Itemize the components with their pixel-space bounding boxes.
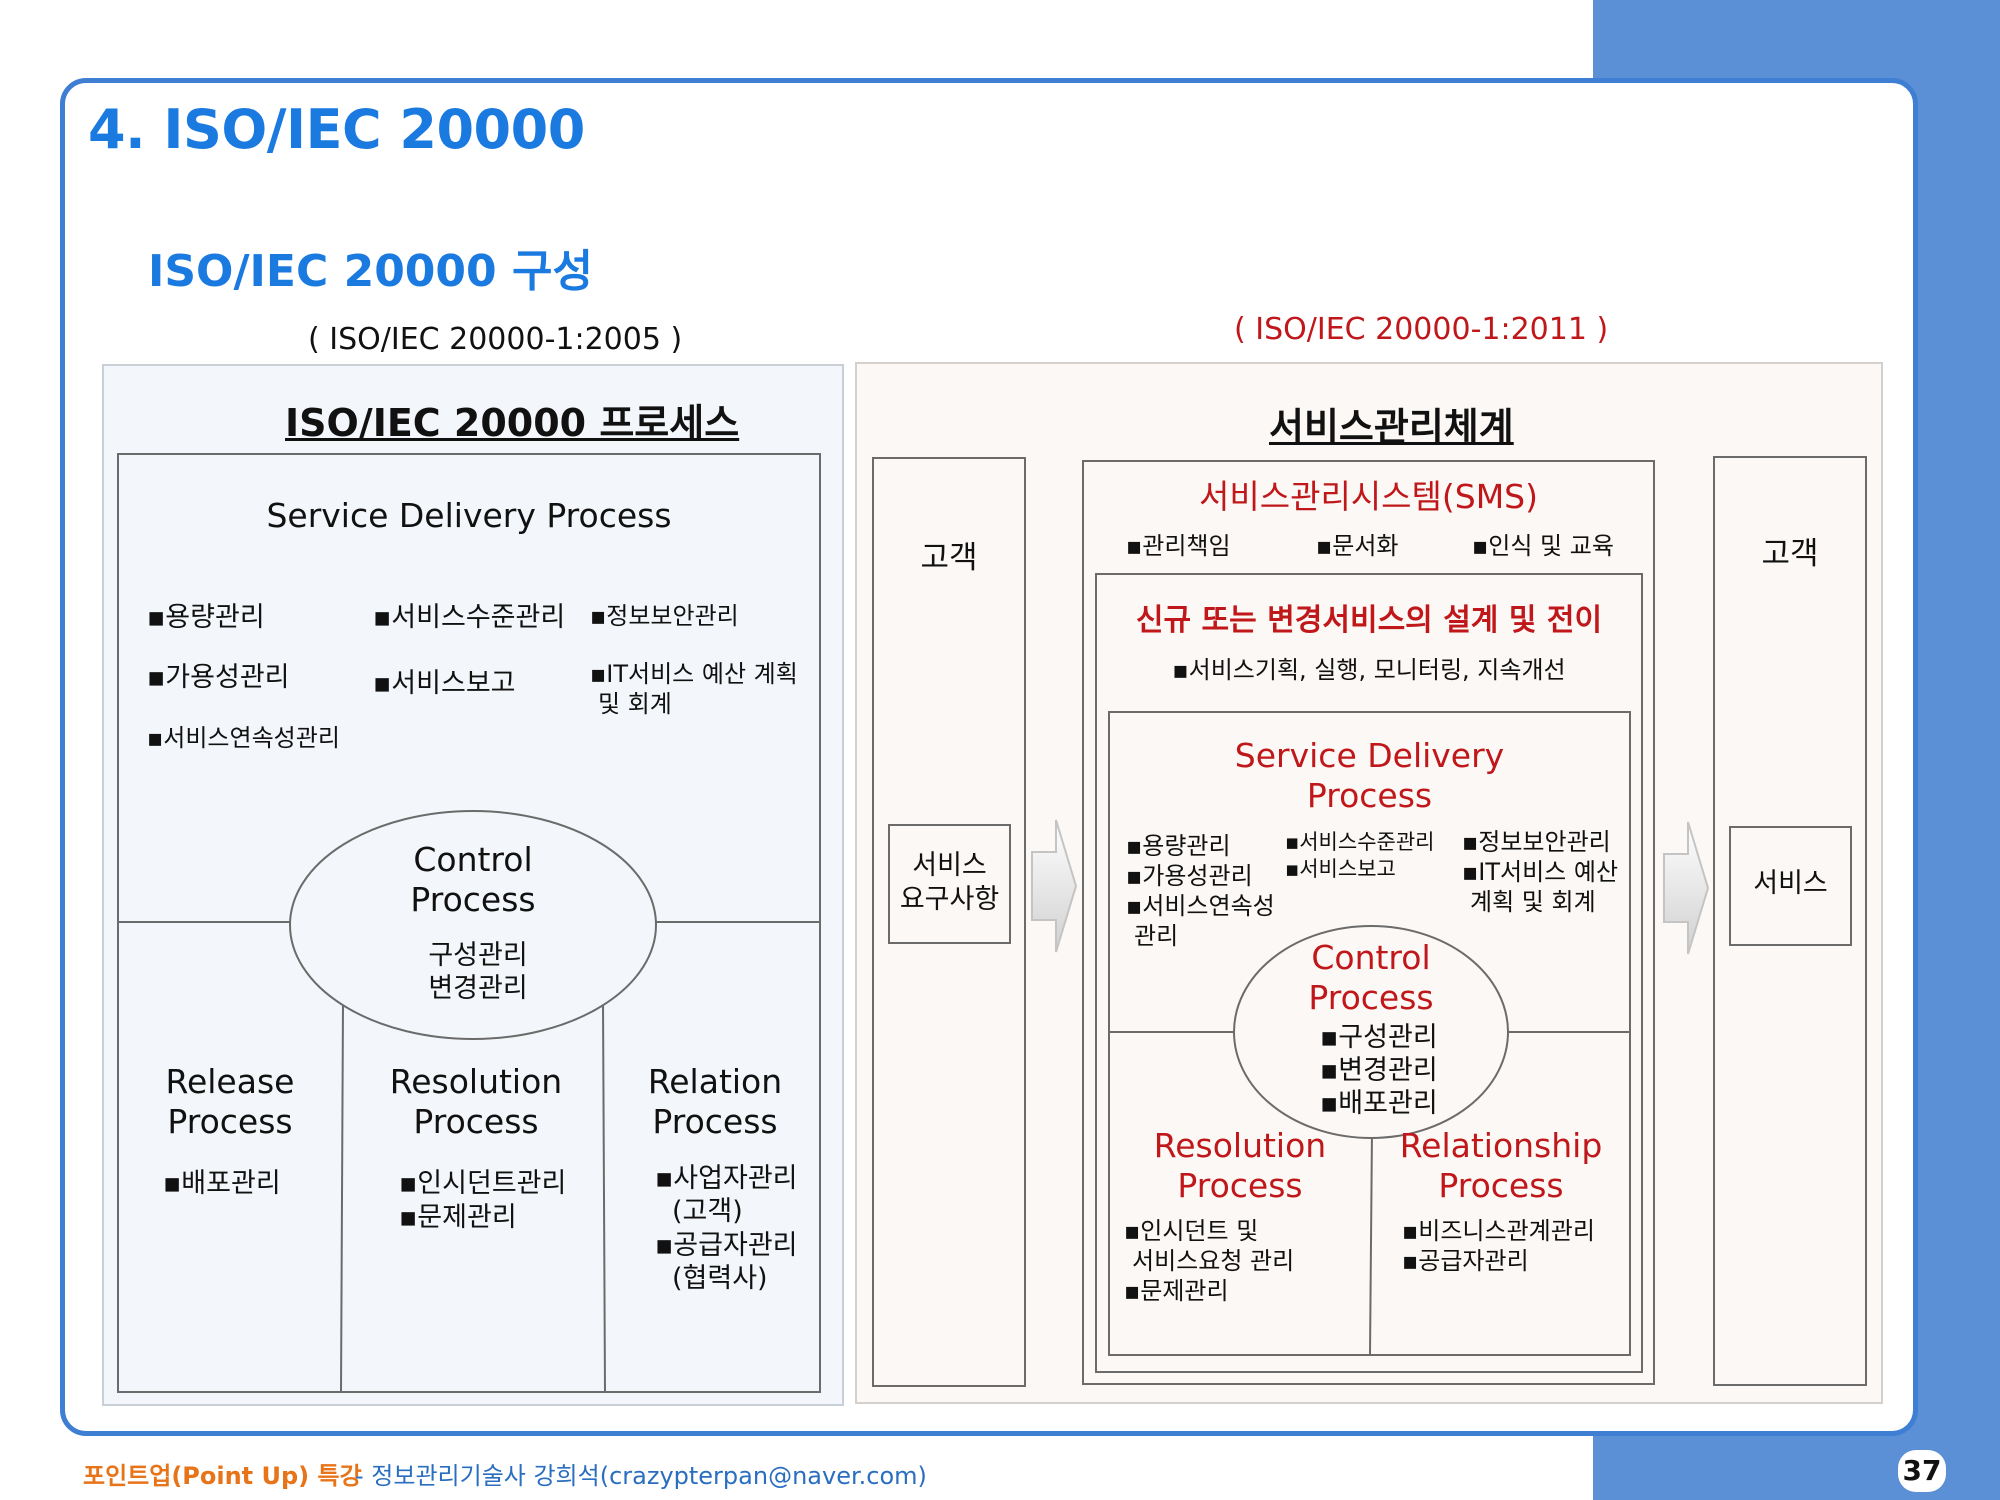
service-request-line1: 서비스 — [912, 850, 987, 881]
sd-item: ▪가용성관리 — [1126, 862, 1253, 890]
customer-right-label: 고객 — [1761, 536, 1819, 572]
relationship-heading-line2: Process — [1438, 1166, 1564, 1205]
resolution-item: ▪인시던트 및 — [1124, 1217, 1259, 1245]
sd-item: ▪가용성관리 — [147, 662, 290, 693]
control-item: ▪배포관리 — [1320, 1088, 1438, 1119]
sd-item: ▪서비스수준관리 — [1285, 830, 1435, 854]
sd-item: 계획 및 회계 — [1470, 888, 1596, 916]
sms-item: ▪문서화 — [1316, 532, 1399, 560]
control-item: 구성관리 — [428, 940, 528, 971]
inner-process-frame — [1108, 711, 1631, 1356]
process-panel-title: ISO/IEC 20000 프로세스 — [285, 401, 740, 445]
service-box — [1729, 826, 1852, 946]
service-box-label: 서비스 — [1753, 868, 1828, 899]
relationship-item: ▪비즈니스관계관리 — [1402, 1217, 1595, 1245]
sms-frame — [1082, 460, 1655, 1385]
control-item: ▪구성관리 — [1320, 1022, 1438, 1053]
resolution-item: ▪문제관리 — [1124, 1277, 1229, 1305]
relation-item: (협력사) — [672, 1263, 768, 1294]
relationship-heading-line1: Relationship — [1399, 1126, 1603, 1165]
new-service-heading: 신규 또는 변경서비스의 설계 및 전이 — [1135, 603, 1603, 638]
page-title: 4. ISO/IEC 20000 — [88, 98, 585, 161]
service-request-box — [888, 824, 1011, 944]
release-item: ▪배포관리 — [163, 1168, 281, 1199]
control-heading-line1: Control — [413, 840, 533, 879]
sd-item: ▪서비스보고 — [373, 668, 516, 699]
flow-arrow-in — [1031, 819, 1078, 953]
version-2011-label: ( ISO/IEC 20000-1:2011 ) — [1234, 312, 1609, 347]
customer-column-left — [872, 457, 1026, 1387]
sd-item: 및 회계 — [598, 690, 672, 718]
page-number: 37 — [1898, 1450, 1946, 1492]
footer-brand: 포인트업(Point Up) 특강 — [83, 1462, 362, 1490]
new-service-items: ▪서비스기획, 실행, 모니터링, 지속개선 — [1172, 656, 1566, 684]
sd-heading-line2: Process — [1306, 776, 1433, 815]
sd-item: ▪서비스연속성 — [1126, 892, 1275, 920]
resolution-heading-line1: Resolution — [389, 1062, 563, 1101]
sd-item: ▪용량관리 — [147, 602, 265, 633]
release-heading-line1: Release — [165, 1062, 295, 1101]
control-heading-line2: Process — [410, 880, 536, 919]
control-heading-line1: Control — [1311, 938, 1431, 977]
resolution-item: ▪문제관리 — [399, 1202, 517, 1233]
resolution-heading-line1: Resolution — [1153, 1126, 1327, 1165]
resolution-item: ▪인시던트관리 — [399, 1168, 567, 1199]
version-2005-label: ( ISO/IEC 20000-1:2005 ) — [308, 322, 683, 357]
customer-column-right — [1713, 456, 1867, 1386]
relation-item: ▪사업자관리 — [655, 1163, 798, 1194]
control-heading-line2: Process — [1308, 978, 1434, 1017]
relationship-item: ▪공급자관리 — [1402, 1247, 1529, 1275]
service-management-panel-title: 서비스관리체계 — [1269, 405, 1514, 449]
release-heading-line2: Process — [167, 1102, 293, 1141]
relation-heading-line2: Process — [652, 1102, 778, 1141]
relation-item: ▪공급자관리 — [655, 1230, 798, 1261]
sd-item: 관리 — [1134, 922, 1179, 950]
sms-heading: 서비스관리시스템(SMS) — [1199, 477, 1538, 516]
resolution-heading-line2: Process — [1177, 1166, 1303, 1205]
relation-heading-line1: Relation — [647, 1062, 783, 1101]
sms-item: ▪관리책임 — [1126, 532, 1231, 560]
new-service-frame — [1095, 573, 1643, 1373]
footer-author: - 정보관리기술사 강희석(crazypterpan@naver.com) — [355, 1462, 927, 1490]
service-request-line2: 요구사항 — [899, 884, 1000, 915]
sd-item: ▪서비스연속성관리 — [147, 724, 340, 752]
control-item: ▪변경관리 — [1320, 1055, 1438, 1086]
resolution-heading-line2: Process — [413, 1102, 539, 1141]
sd-heading-line1: Service Delivery — [1234, 736, 1505, 775]
section-subtitle: ISO/IEC 20000 구성 — [148, 246, 593, 297]
resolution-item: 서비스요청 관리 — [1132, 1247, 1295, 1275]
sd-item: ▪서비스보고 — [1285, 857, 1396, 881]
customer-left-label: 고객 — [920, 540, 978, 576]
control-item: 변경관리 — [428, 973, 528, 1004]
service-delivery-heading: Service Delivery Process — [266, 496, 672, 535]
service-management-panel-2011 — [855, 362, 1883, 1404]
sd-item: ▪IT서비스 예산 — [1462, 858, 1619, 886]
sd-item: ▪용량관리 — [1126, 832, 1231, 860]
sd-item: ▪정보보안관리 — [590, 602, 739, 630]
flow-arrow-out — [1663, 821, 1710, 955]
sms-item: ▪인식 및 교육 — [1472, 532, 1614, 560]
sd-item: ▪서비스수준관리 — [373, 602, 566, 633]
sd-item: ▪정보보안관리 — [1462, 828, 1611, 856]
sd-item: ▪IT서비스 예산 계획 — [590, 660, 798, 688]
relation-item: (고객) — [672, 1196, 743, 1227]
